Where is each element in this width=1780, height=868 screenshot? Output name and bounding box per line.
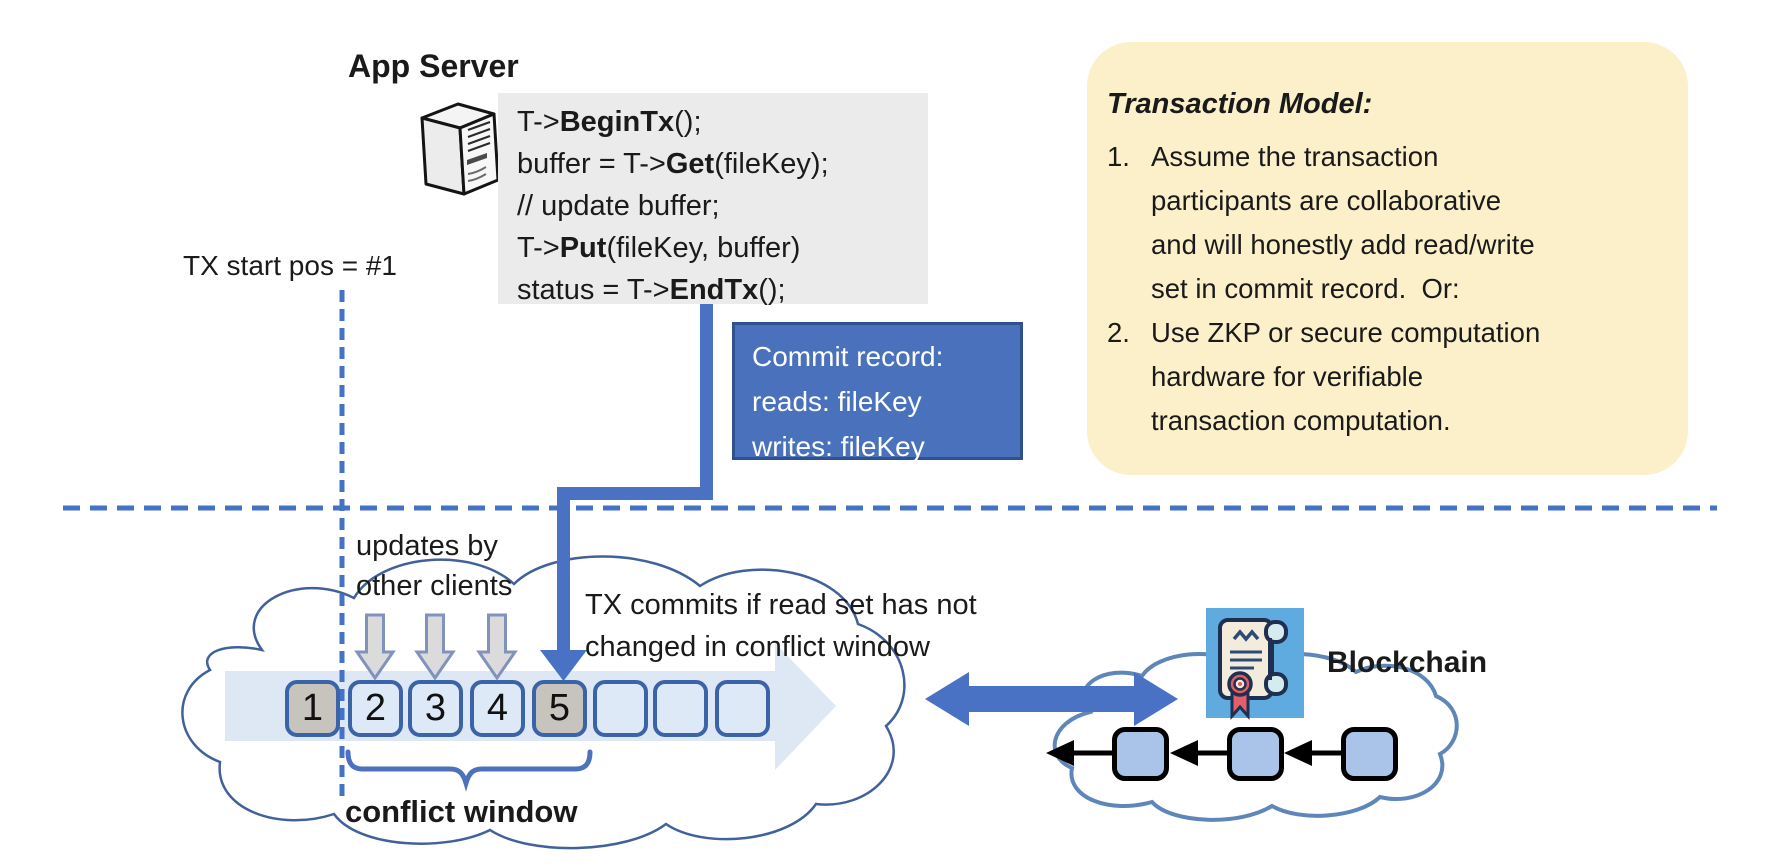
timeline-box-5: 5 bbox=[532, 680, 587, 737]
code-line: // update buffer; bbox=[517, 190, 720, 222]
timeline-box-2: 2 bbox=[348, 680, 403, 737]
timeline-box-8 bbox=[715, 680, 770, 737]
commit-record-line: reads: fileKey bbox=[752, 386, 922, 417]
chain-arrowhead-icon bbox=[1046, 740, 1074, 766]
timeline-box-6 bbox=[593, 680, 648, 737]
server-icon bbox=[420, 102, 500, 196]
commit-record-line: writes: fileKey bbox=[752, 431, 925, 462]
timeline-box-4: 4 bbox=[470, 680, 525, 737]
conflict-window-brace bbox=[345, 749, 593, 792]
code-line: T->BeginTx(); bbox=[517, 106, 702, 138]
timeline-box-7 bbox=[653, 680, 708, 737]
code-line: T->Put(fileKey, buffer) bbox=[517, 232, 801, 264]
transaction-code-box: T->BeginTx(); buffer = T->Get(fileKey); … bbox=[498, 93, 928, 306]
double-arrow-icon bbox=[925, 672, 1178, 726]
certificate-icon bbox=[1206, 608, 1304, 720]
chain-arrowhead-icon bbox=[1284, 740, 1312, 766]
code-line: buffer = T->Get(fileKey); bbox=[517, 148, 829, 180]
chain-block-1 bbox=[1112, 727, 1169, 781]
model-item-2: 2. Use ZKP or secure computation hardwar… bbox=[1107, 317, 1541, 436]
tx-start-pos-label: TX start pos = #1 bbox=[183, 250, 397, 281]
chain-arrowhead-icon bbox=[1170, 740, 1198, 766]
update-arrow-icon bbox=[476, 613, 518, 681]
update-arrow-icon bbox=[414, 613, 456, 681]
blockchain-label: Blockchain bbox=[1327, 646, 1488, 679]
commit-record-line: Commit record: bbox=[752, 341, 944, 372]
server-slot bbox=[467, 153, 487, 165]
transaction-model-note: Transaction Model: 1. Assume the transac… bbox=[1087, 42, 1688, 475]
code-line: status = T->EndTx(); bbox=[517, 274, 786, 306]
timeline-box-3: 3 bbox=[408, 680, 463, 737]
transaction-model-title: Transaction Model: bbox=[1107, 88, 1373, 120]
chain-block-3 bbox=[1341, 727, 1398, 781]
chain-block-2 bbox=[1227, 727, 1284, 781]
update-arrow-icon bbox=[354, 613, 396, 681]
app-server-label: App Server bbox=[348, 48, 519, 84]
timeline-box-1: 1 bbox=[285, 680, 340, 737]
commit-elbow-arrowhead-icon bbox=[540, 650, 587, 681]
conflict-window-label: conflict window bbox=[345, 794, 578, 829]
commit-elbow-arrow bbox=[557, 300, 713, 652]
model-item-1: 1. Assume the transaction participants a… bbox=[1107, 141, 1535, 304]
commit-record-box: Commit record: reads: fileKey writes: fi… bbox=[732, 322, 1023, 462]
